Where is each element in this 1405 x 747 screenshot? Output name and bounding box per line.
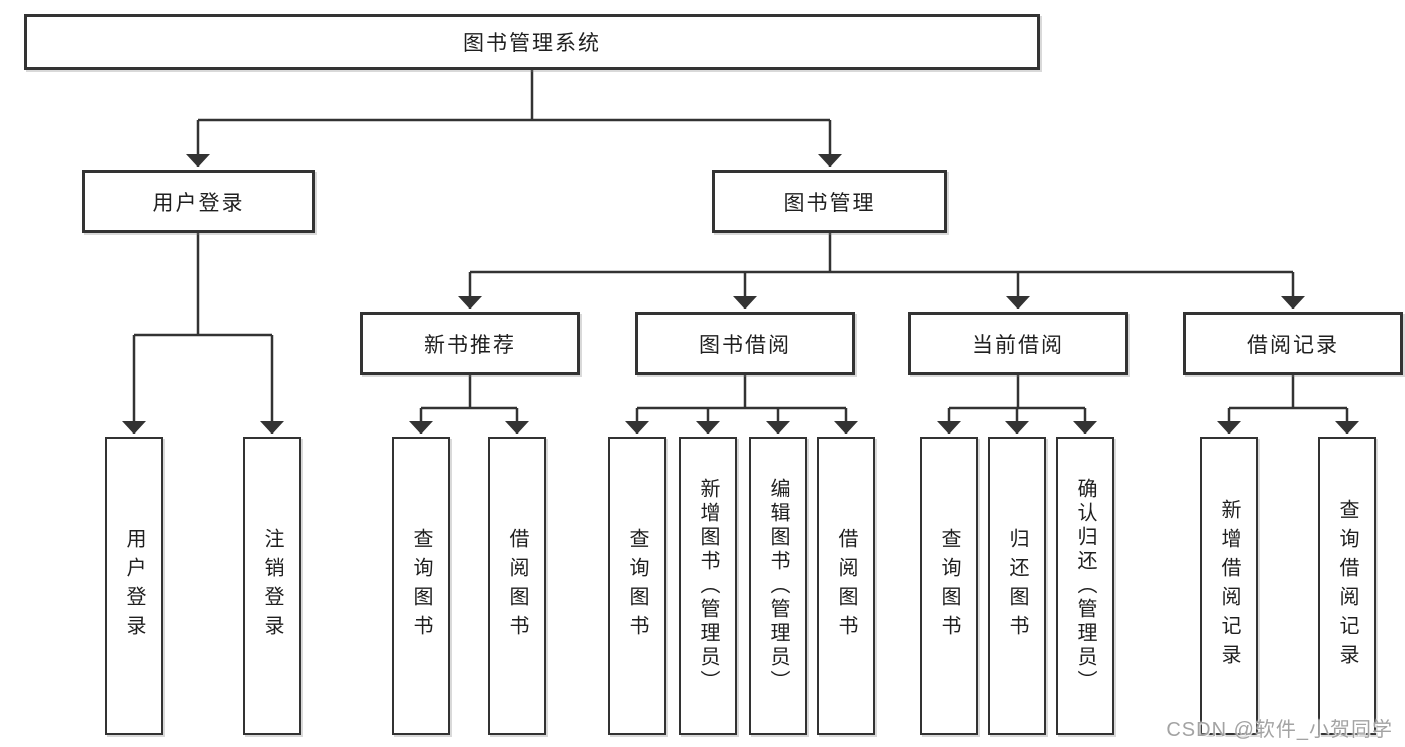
node-label: 借阅图书 — [506, 528, 528, 644]
node-label: 借阅图书 — [835, 528, 857, 644]
node-label: 图书管理 — [783, 191, 876, 215]
node-label: 查询图书 — [626, 528, 648, 644]
node-leaf-search-borrow-record: 查询借阅记录 — [1318, 437, 1376, 735]
node-label: 用户登录 — [152, 191, 245, 215]
node-leaf-add-books-admin: 新增图书（管理员） — [679, 437, 737, 735]
node-label: 新增图书（管理员） — [697, 478, 719, 694]
node-label: 确认归还（管理员） — [1074, 478, 1096, 694]
node-label: 用户登录 — [123, 528, 145, 644]
node-leaf-user-login: 用户登录 — [105, 437, 163, 735]
node-user-login: 用户登录 — [82, 170, 315, 233]
node-leaf-borrow-books: 借阅图书 — [817, 437, 875, 735]
node-label: 编辑图书（管理员） — [767, 478, 789, 694]
node-label: 查询借阅记录 — [1336, 499, 1358, 673]
node-leaf-edit-books-admin: 编辑图书（管理员） — [749, 437, 807, 735]
node-current-borrowing: 当前借阅 — [908, 312, 1128, 375]
node-leaf-borrow-books-recommend: 借阅图书 — [488, 437, 546, 735]
node-label: 图书借阅 — [699, 333, 791, 357]
node-label: 查询图书 — [938, 528, 960, 644]
node-label: 新增借阅记录 — [1218, 499, 1240, 673]
node-book-management-system: 图书管理系统 — [24, 14, 1040, 70]
node-leaf-confirm-return-admin: 确认归还（管理员） — [1056, 437, 1114, 735]
node-leaf-search-books-borrow: 查询图书 — [608, 437, 666, 735]
node-new-book-recommend: 新书推荐 — [360, 312, 580, 375]
node-label: 注销登录 — [261, 528, 283, 644]
node-book-borrowing: 图书借阅 — [635, 312, 855, 375]
node-leaf-search-books-current: 查询图书 — [920, 437, 978, 735]
node-label: 归还图书 — [1006, 528, 1028, 644]
node-leaf-search-books-recommend: 查询图书 — [392, 437, 450, 735]
csdn-watermark: CSDN @软件_小贺同学 — [1166, 719, 1393, 741]
node-label: 图书管理系统 — [463, 32, 601, 55]
node-borrowing-records: 借阅记录 — [1183, 312, 1403, 375]
node-label: 查询图书 — [410, 528, 432, 644]
node-label: 借阅记录 — [1247, 333, 1339, 357]
node-book-management: 图书管理 — [712, 170, 947, 233]
node-leaf-return-books: 归还图书 — [988, 437, 1046, 735]
node-label: 当前借阅 — [972, 333, 1064, 357]
node-leaf-logout: 注销登录 — [243, 437, 301, 735]
node-label: 新书推荐 — [424, 333, 516, 357]
node-leaf-add-borrow-record: 新增借阅记录 — [1200, 437, 1258, 735]
